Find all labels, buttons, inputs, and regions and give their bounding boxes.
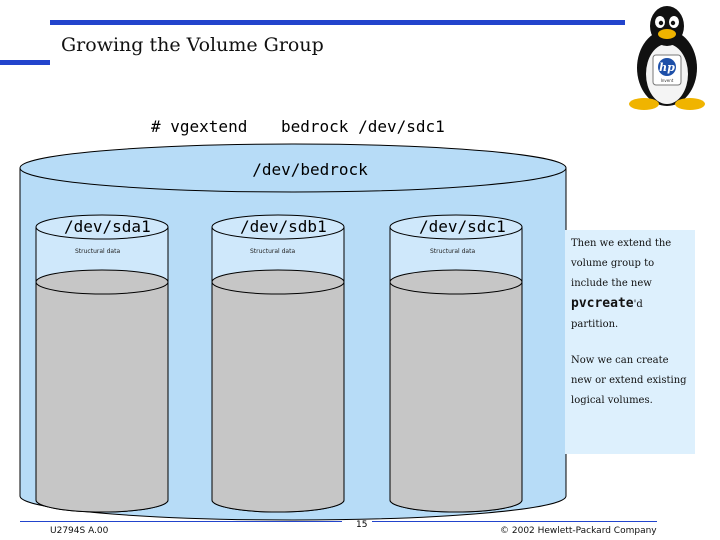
hp-badge-text: hp — [659, 61, 675, 74]
note-paragraph-2: Now we can create new or extend existing… — [571, 355, 687, 406]
footer-rule-left — [20, 521, 342, 522]
command-prefix: # vgextend — [151, 117, 248, 136]
note-text: 'd partition. — [571, 299, 643, 330]
footer-rule-right — [372, 521, 657, 522]
physical-volume-sdc1 — [389, 214, 523, 513]
note-paragraph-1: Then we extend the volume group to inclu… — [571, 234, 691, 335]
volume-group-cylinder-top — [19, 143, 567, 193]
physical-volume-sda1 — [35, 214, 169, 513]
structural-data-label: Structural data — [430, 248, 475, 255]
page-number: 15 — [356, 520, 368, 530]
footer-copyright: © 2002 Hewlett-Packard Company — [500, 526, 657, 536]
header-bar-left — [0, 60, 50, 65]
structural-data-label: Structural data — [250, 248, 295, 255]
slide-title: Growing the Volume Group — [61, 34, 324, 56]
tux-logo: hp Invent — [629, 6, 705, 110]
hp-badge-subtext: Invent — [661, 78, 674, 83]
note-text: Then we extend the volume group to inclu… — [571, 238, 672, 289]
header-bar-top — [50, 20, 625, 25]
command-args: bedrock /dev/sdc1 — [281, 117, 445, 136]
physical-volume-sdb1 — [211, 214, 345, 513]
disk-label: /dev/sdc1 — [419, 217, 506, 236]
note-code: pvcreate — [571, 296, 634, 311]
explanation-note: Then we extend the volume group to inclu… — [565, 230, 695, 454]
disk-label: /dev/sdb1 — [240, 217, 327, 236]
disk-label: /dev/sda1 — [64, 217, 151, 236]
footer-course-code: U2794S A.00 — [50, 526, 109, 536]
volume-group-label: /dev/bedrock — [252, 160, 368, 179]
structural-data-label: Structural data — [75, 248, 120, 255]
